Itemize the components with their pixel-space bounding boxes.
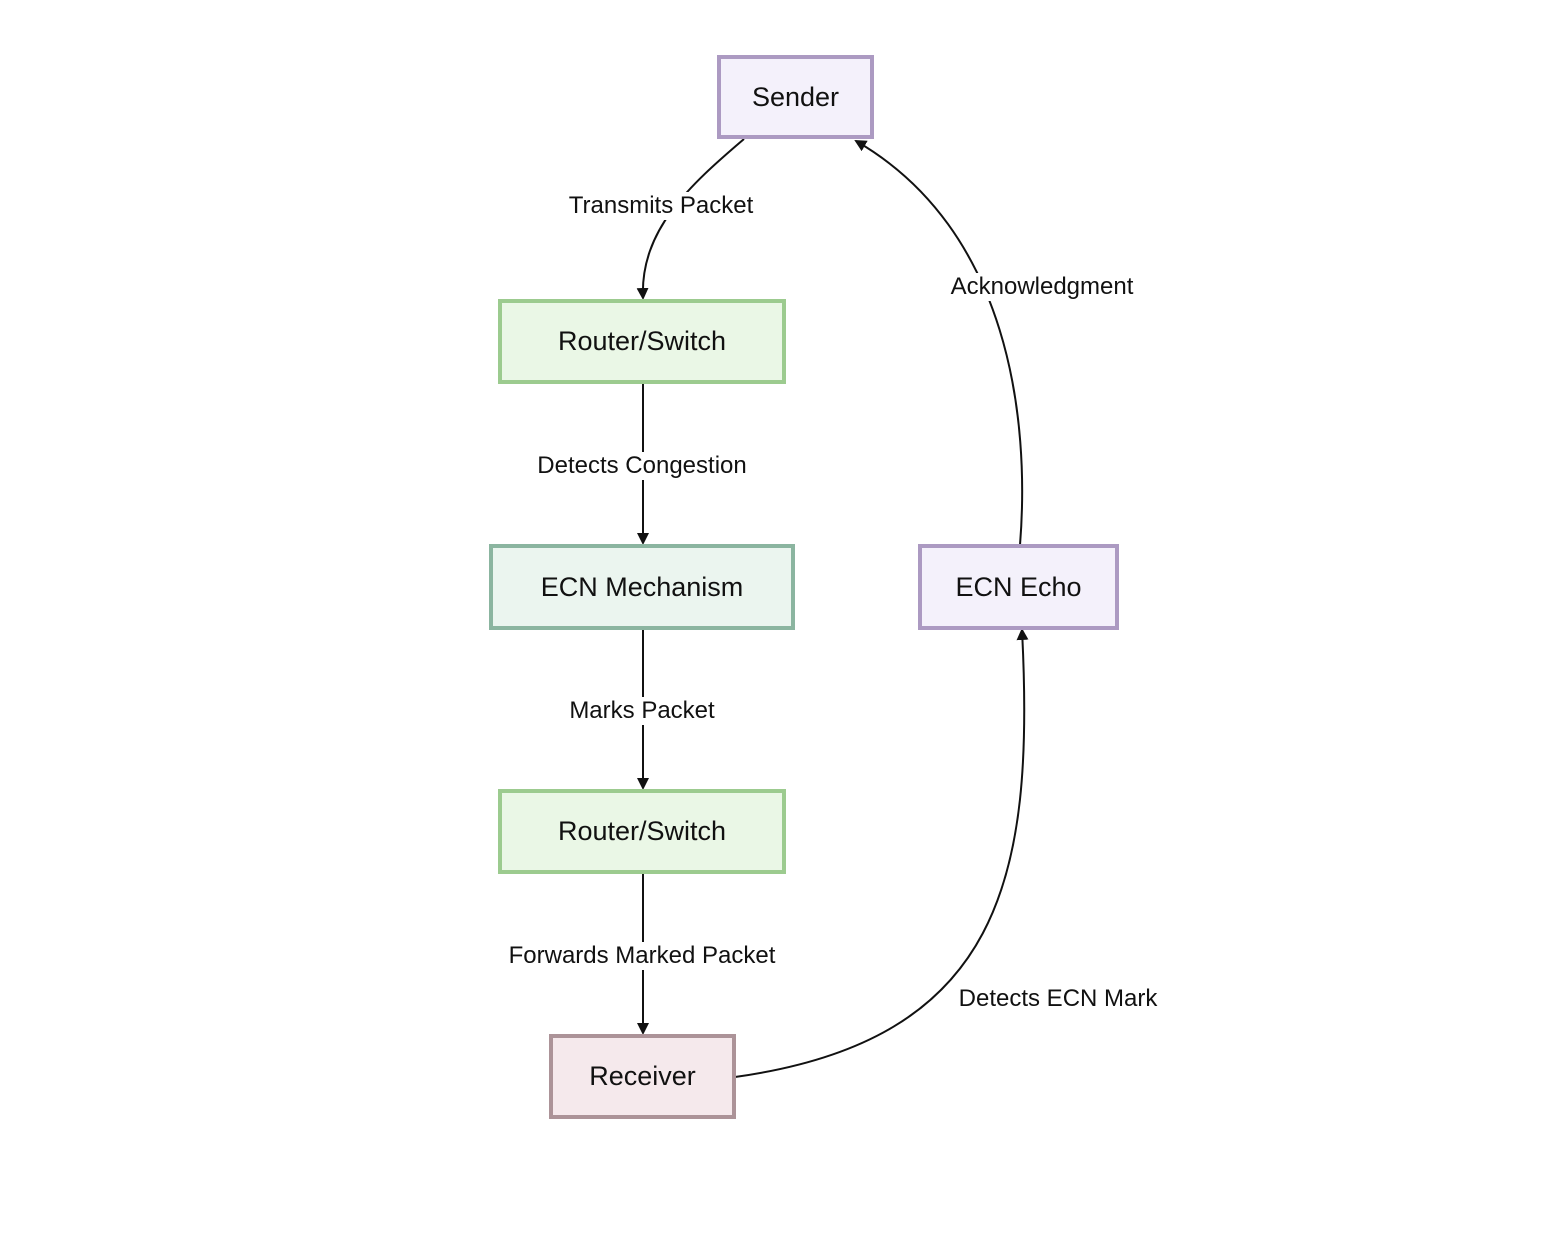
node-router-switch-2-label: Router/Switch xyxy=(557,816,727,846)
edge-label-transmits-packet: Transmits Packet xyxy=(566,192,756,220)
node-router-switch-1-label: Router/Switch xyxy=(557,326,727,356)
node-router-switch-1[interactable]: Router/Switch xyxy=(498,299,786,384)
edge-label-marks-packet: Marks Packet xyxy=(567,697,717,725)
edge-label-detects-ecn-mark: Detects ECN Mark xyxy=(956,985,1160,1013)
node-receiver[interactable]: Receiver xyxy=(549,1034,736,1119)
edge-label-acknowledgment: Acknowledgment xyxy=(948,273,1136,301)
node-ecn-echo-label: ECN Echo xyxy=(955,571,1082,602)
edge-label-forwards-marked-packet: Forwards Marked Packet xyxy=(506,942,778,970)
node-ecn-mechanism-label: ECN Mechanism xyxy=(540,571,744,602)
edge-receiver-to-ecn-echo xyxy=(734,628,1029,1078)
node-ecn-echo[interactable]: ECN Echo xyxy=(918,544,1119,630)
node-receiver-label: Receiver xyxy=(589,1061,696,1091)
edge-label-detects-congestion: Detects Congestion xyxy=(535,452,749,480)
edge-ecn-echo-to-sender xyxy=(854,139,1024,546)
node-sender-label: Sender xyxy=(751,81,840,112)
node-router-switch-2[interactable]: Router/Switch xyxy=(498,789,786,874)
node-sender[interactable]: Sender xyxy=(717,55,874,139)
node-ecn-mechanism[interactable]: ECN Mechanism xyxy=(489,544,795,630)
